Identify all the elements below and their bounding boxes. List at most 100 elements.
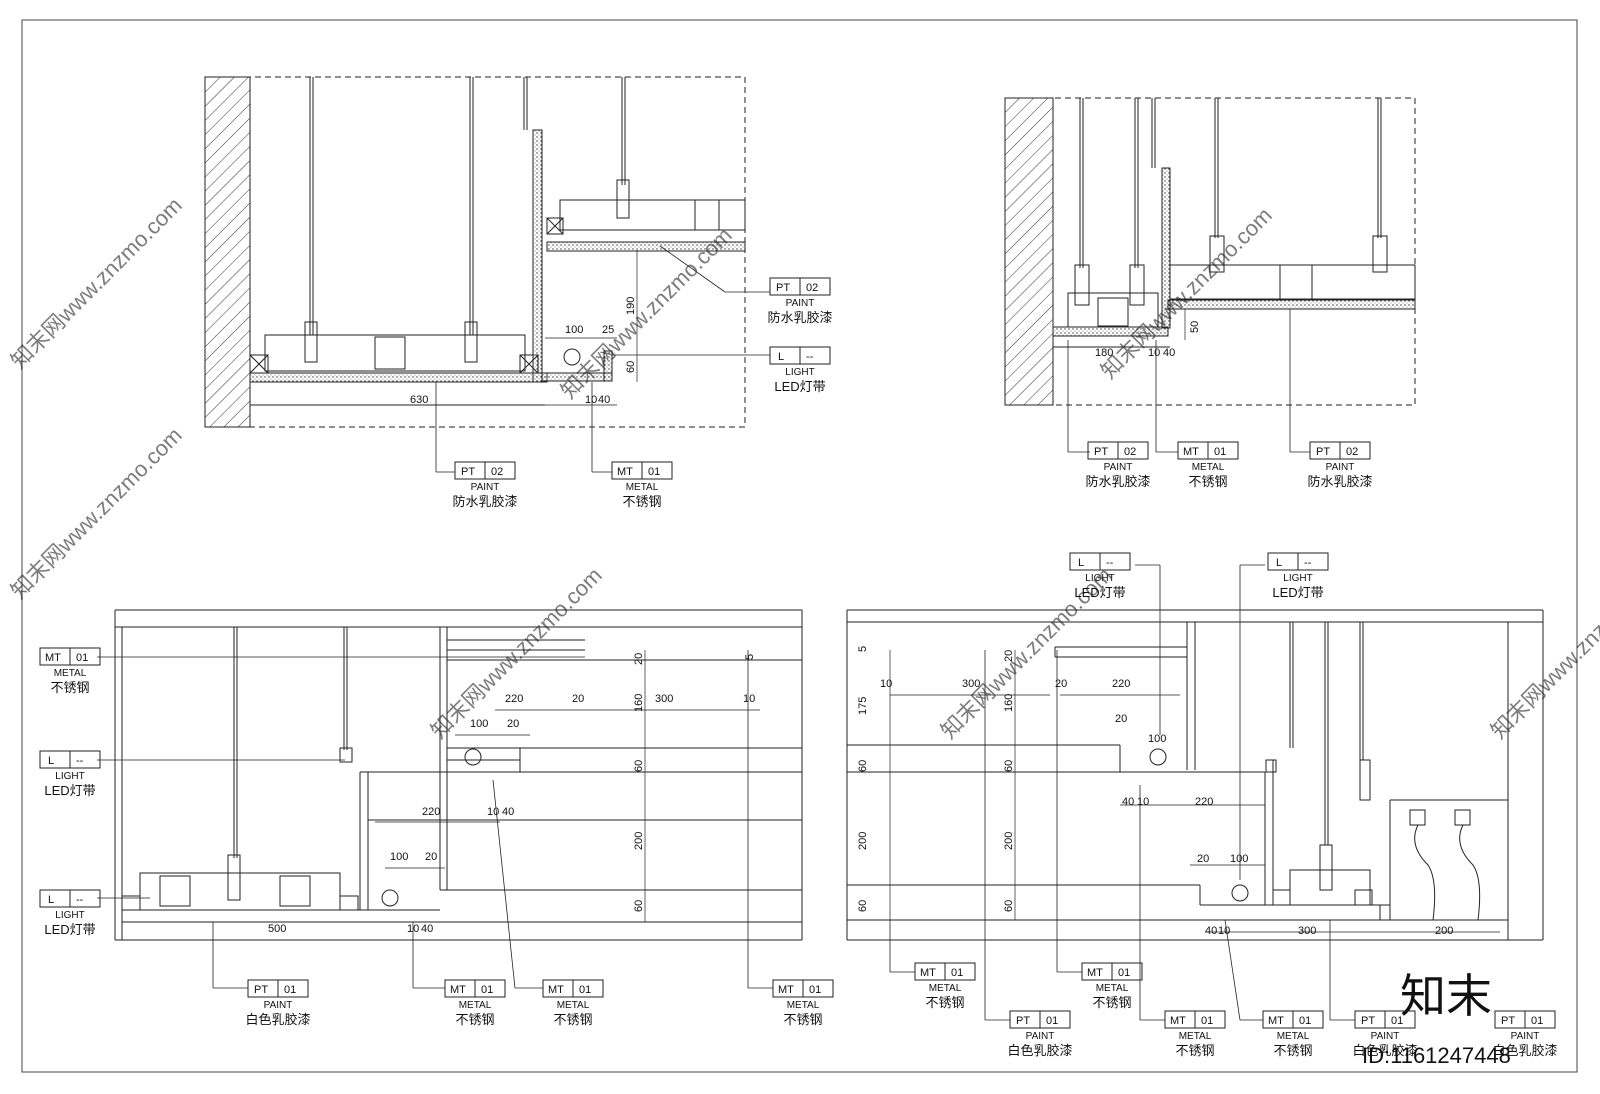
dimension-label: 160 [1003,694,1015,712]
dimension-label: 200 [1003,832,1015,850]
tag-number: 01 [648,466,660,478]
dimension-label: 20 [1003,650,1015,662]
tag-code: MT [1087,967,1103,979]
tag-category: LIGHT [55,910,84,921]
dimension-label: 60 [625,361,637,373]
tag-code: L [1078,557,1084,569]
section-bottom-right [846,564,1544,1021]
tag-category: METAL [626,482,659,493]
tag-light: L -- LIGHT LED灯带 [1267,552,1329,600]
dimension-label: 20 [507,718,519,730]
section-top-left [204,76,770,473]
tag-category: METAL [1179,1031,1212,1042]
tag-material: LED灯带 [1074,585,1125,600]
tag-light: L -- LIGHT LED灯带 [39,889,101,937]
dimension-label: 200 [857,832,869,850]
tag-number: -- [76,894,84,906]
dimension-label: 40 [598,394,610,406]
tag-material: LED灯带 [44,922,95,937]
tag-category: PAINT [1371,1031,1400,1042]
dimension-label: 220 [505,693,523,705]
id-watermark: ID:1161247448 [1362,1043,1511,1068]
tag-category: PAINT [786,298,815,309]
tag-category: PAINT [1511,1031,1540,1042]
tag-code: MT [1183,446,1199,458]
tag-category: METAL [557,1000,590,1011]
dimensions-bottom-right: 5 10 300 175 20 220 20 160 20 100 60 60 … [857,646,1453,937]
tag-pt02: PT 02 PAINT 防水乳胶漆 [767,277,833,325]
dimension-label: 500 [268,923,286,935]
dimension-label: 40 [502,806,514,818]
dimension-label: 20 [572,693,584,705]
tag-code: PT [1316,446,1330,458]
tag-pt01: PT 01 PAINT 白色乳胶漆 [1352,1010,1418,1058]
dimension-label: 190 [625,297,637,315]
dimension-label: 5 [744,654,756,660]
tag-material: 不锈钢 [50,680,89,695]
dimension-label: 60 [857,760,869,772]
tag-code: PT [1361,1015,1375,1027]
tag-material: 不锈钢 [1273,1043,1312,1058]
tag-mt01: MT 01 METAL 不锈钢 [772,979,834,1027]
dimension-label: 25 [602,324,614,336]
tag-mt01: MT 01 METAL 不锈钢 [444,979,506,1027]
watermark-text: 知末网www.znzmo.com [6,192,187,373]
tag-code: MT [778,984,794,996]
tag-material: 不锈钢 [1175,1043,1214,1058]
dimension-label: 20 [633,653,645,665]
dimension-label: 100 [1148,733,1166,745]
dimension-label: 10 [487,806,499,818]
tag-material: 不锈钢 [783,1012,822,1027]
dimension-label: 10 [407,923,419,935]
tag-material: LED灯带 [774,379,825,394]
tag-number: -- [1106,557,1114,569]
tag-material: 不锈钢 [1188,474,1227,489]
tag-number: 01 [1046,1015,1058,1027]
tag-code: L [48,755,54,767]
tag-number: 01 [1531,1015,1543,1027]
tag-category: METAL [1277,1031,1310,1042]
dimension-label: 100 [565,324,583,336]
tag-code: PT [1501,1015,1515,1027]
tag-mt01: MT 01 METAL 不锈钢 [611,461,673,509]
section-top-right [1004,97,1416,453]
dimension-label: 300 [655,693,673,705]
dimension-label: 20 [1055,678,1067,690]
dimension-label: 40 [1122,796,1134,808]
sheet-border [21,19,1578,1073]
tag-code: MT [548,984,564,996]
tag-number: 02 [806,282,818,294]
tag-category: LIGHT [1283,573,1312,584]
tag-pt01: PT 01 PAINT 白色乳胶漆 [1492,1010,1558,1058]
watermark-text: 知末网www.znzmo.com [6,422,187,603]
tag-code: MT [450,984,466,996]
tag-number: 01 [1299,1015,1311,1027]
dimension-label: 200 [1435,925,1453,937]
tag-category: LIGHT [785,367,814,378]
tag-light: L -- LIGHT LED灯带 [39,750,101,798]
tag-number: 01 [1118,967,1130,979]
tag-pt01: PT 01 PAINT 白色乳胶漆 [1007,1010,1073,1058]
tag-code: MT [45,652,61,664]
dimension-label: 220 [1195,796,1213,808]
dimension-label: 60 [633,760,645,772]
tag-number: 01 [1201,1015,1213,1027]
tag-code: PT [254,984,268,996]
dimension-label: 300 [1298,925,1316,937]
tag-material: LED灯带 [44,783,95,798]
tag-material: 防水乳胶漆 [1085,474,1150,489]
tag-material: 防水乳胶漆 [1307,474,1372,489]
dimension-label: 60 [1003,900,1015,912]
tag-mt01: MT 01 METAL 不锈钢 [1081,962,1143,1010]
dimension-label: 180 [1095,347,1113,359]
dimension-label: 10 [1137,796,1149,808]
brand-watermark: 知末 [1400,970,1492,1022]
tag-material: 白色乳胶漆 [1352,1043,1417,1058]
dimension-label: 100 [470,718,488,730]
tag-material: LED灯带 [1272,585,1323,600]
dimension-label: 10 [743,693,755,705]
tag-mt01: MT 01 METAL 不锈钢 [542,979,604,1027]
dimensions-top-right: 180 10 40 50 [1095,321,1201,359]
tag-material: 不锈钢 [622,494,661,509]
